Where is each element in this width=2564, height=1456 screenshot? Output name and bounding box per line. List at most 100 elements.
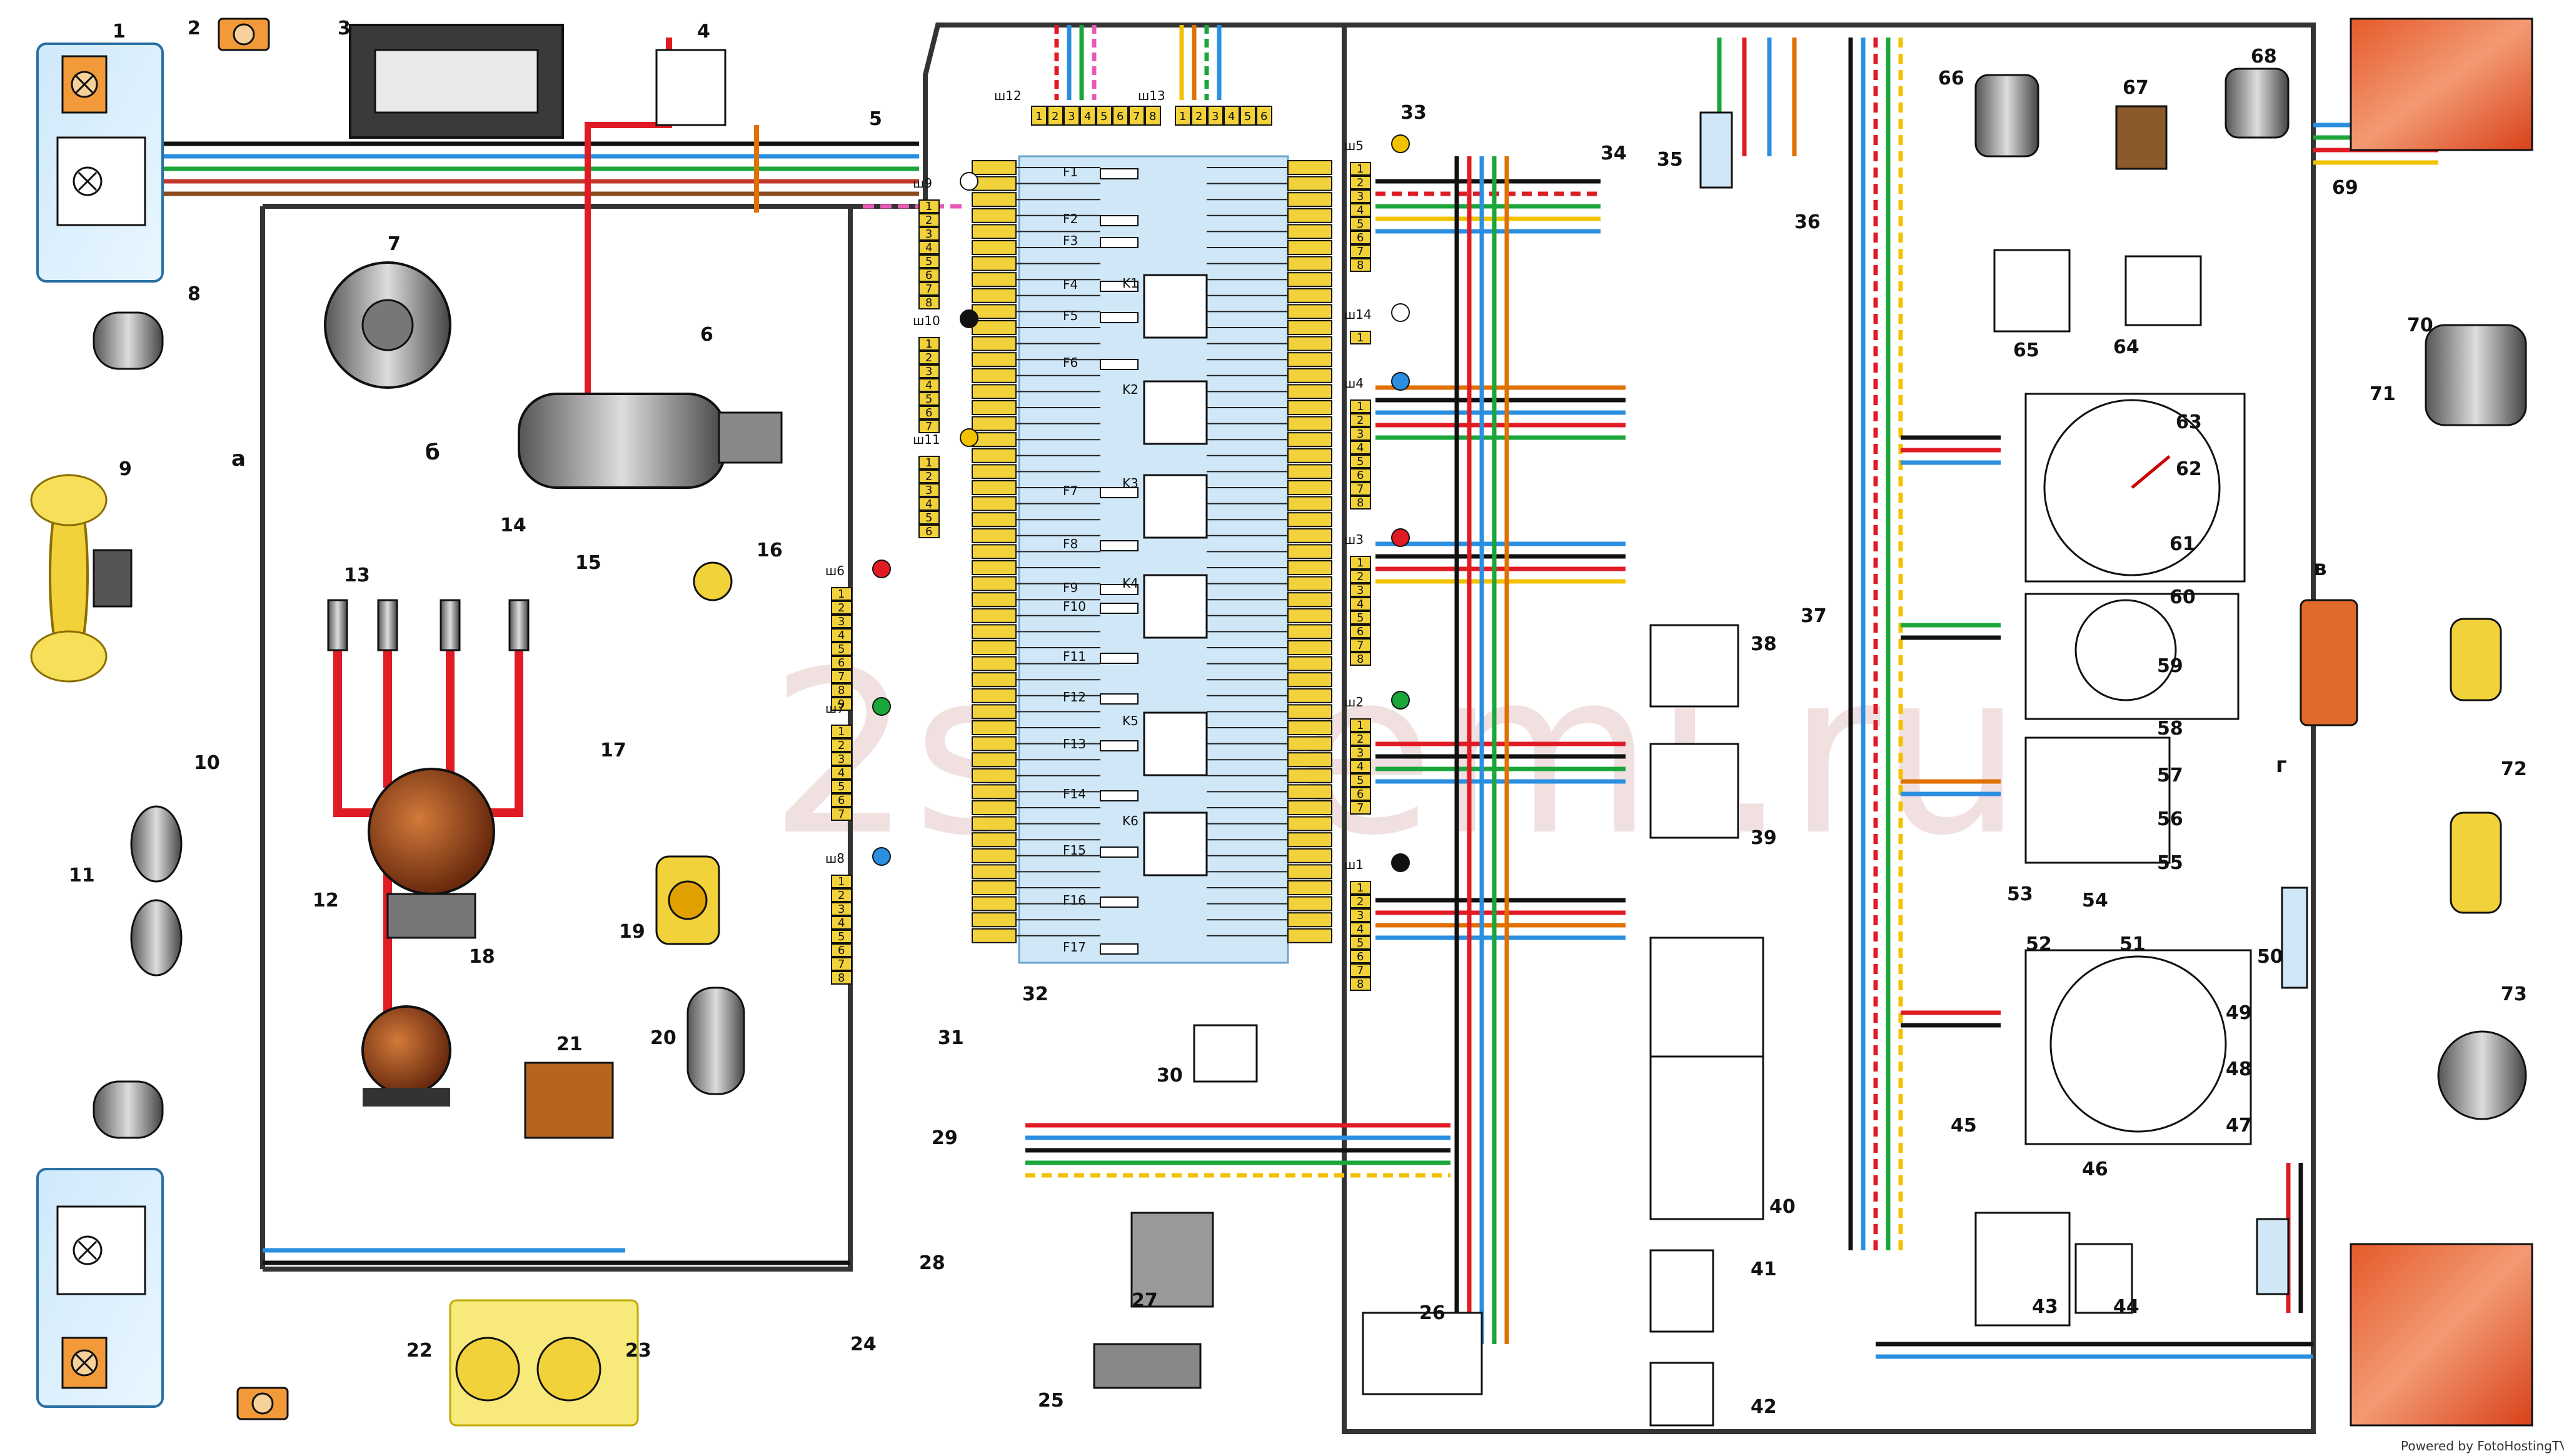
connector-pin bbox=[1112, 106, 1129, 126]
component-number-label: 56 bbox=[2157, 808, 2183, 830]
fuse-label: F6 bbox=[1063, 355, 1078, 370]
fuse-box-pin bbox=[1287, 176, 1332, 191]
component-number-label: 31 bbox=[938, 1027, 964, 1049]
fuse-box-pin bbox=[1287, 304, 1332, 319]
component-number-label: 10 bbox=[194, 752, 220, 774]
fuse-box-pin bbox=[1287, 624, 1332, 640]
fuse bbox=[1100, 896, 1139, 908]
fuse bbox=[1100, 846, 1139, 858]
connector-pin-number: 8 bbox=[1357, 978, 1364, 991]
connector-pin bbox=[1350, 732, 1371, 746]
fuse-box-pin bbox=[1287, 640, 1332, 655]
switch-block bbox=[1193, 624, 1764, 1427]
component-number-label: 34 bbox=[1601, 143, 1627, 164]
component-number-label: 12 bbox=[313, 890, 339, 911]
fuse-box-pin bbox=[972, 160, 1017, 175]
fuse-box-pin bbox=[972, 176, 1017, 191]
connector-pin-number: 6 bbox=[925, 269, 932, 282]
starter-motor bbox=[518, 393, 783, 489]
component-number-label: 1 bbox=[113, 21, 126, 43]
sensor bbox=[693, 561, 733, 601]
fuse-box-pin bbox=[1287, 544, 1332, 560]
connector-pin-number: 1 bbox=[838, 725, 845, 738]
connector-pin bbox=[1350, 977, 1371, 991]
connector-v bbox=[2300, 599, 2358, 726]
component-number-label: 22 bbox=[406, 1340, 433, 1362]
connector-pin-number: 5 bbox=[1357, 774, 1364, 787]
connector-pin-number: 6 bbox=[1357, 469, 1364, 482]
fuse-box-label: 32 bbox=[1022, 983, 1048, 1005]
connector-pin-number: 5 bbox=[925, 255, 932, 268]
connector-pin-number: 8 bbox=[838, 684, 845, 697]
component-number-label: 13 bbox=[344, 565, 370, 586]
fuse-box-pin bbox=[972, 304, 1017, 319]
component-number-label: 73 bbox=[2501, 983, 2527, 1005]
component-number-label: 29 bbox=[932, 1127, 958, 1149]
component-number-label: 4 bbox=[697, 21, 710, 43]
relay-label: K6 bbox=[1122, 813, 1139, 828]
connector-pin-number: 7 bbox=[925, 420, 932, 433]
fuse-label: F10 bbox=[1063, 599, 1086, 614]
component-number-label: 26 bbox=[1419, 1302, 1445, 1324]
connector-pin bbox=[1350, 787, 1371, 801]
connector-pin bbox=[1350, 203, 1371, 217]
fuse-label: F14 bbox=[1063, 786, 1086, 801]
connector-pin-number: 5 bbox=[1357, 611, 1364, 625]
connector-color-dot bbox=[872, 560, 891, 578]
component-number-label: 69 bbox=[2332, 177, 2358, 199]
fuse-label: F2 bbox=[1063, 211, 1078, 226]
fuse-box-pin bbox=[972, 576, 1017, 591]
component-number-label: 65 bbox=[2013, 339, 2039, 361]
component-number-label: 21 bbox=[556, 1033, 583, 1055]
connector-pin-number: 2 bbox=[925, 351, 932, 364]
component-number-label: 61 bbox=[2169, 533, 2196, 555]
component-number-label: 17 bbox=[600, 740, 626, 761]
connector-color-dot bbox=[1391, 134, 1410, 153]
connector-pin bbox=[1350, 922, 1371, 936]
component-number-label: 30 bbox=[1157, 1065, 1183, 1087]
connector-pin-number: 2 bbox=[1357, 176, 1364, 189]
connector-pin bbox=[918, 456, 940, 469]
connector-pin-number: 5 bbox=[1357, 218, 1364, 231]
connector-pin-number: 1 bbox=[1357, 719, 1364, 732]
connector-pin bbox=[1350, 441, 1371, 454]
connector-label: ш14 bbox=[1344, 307, 1372, 322]
relay-label: K1 bbox=[1122, 276, 1139, 291]
connector-pin bbox=[831, 601, 852, 615]
connector-pin-number: 1 bbox=[925, 200, 932, 213]
connector-pin-number: 6 bbox=[1357, 231, 1364, 244]
connector-pin bbox=[918, 241, 940, 254]
connector-pin-number: 6 bbox=[1357, 950, 1364, 963]
connector-pin-number: 1 bbox=[1179, 110, 1186, 123]
fuse-box-pin bbox=[1287, 208, 1332, 223]
connector-pin bbox=[831, 725, 852, 738]
connector-pin bbox=[831, 587, 852, 601]
connector-pin bbox=[918, 268, 940, 282]
connector-color-dot bbox=[960, 428, 978, 447]
fuse-box-pin bbox=[972, 608, 1017, 623]
component-number-label: 66 bbox=[1938, 68, 1964, 89]
fuse-box-pin bbox=[1287, 528, 1332, 543]
connector-pin-number: 4 bbox=[1357, 441, 1364, 454]
connector-pin bbox=[1350, 482, 1371, 496]
headlamp-motor bbox=[93, 311, 164, 1139]
component-number-label: 46 bbox=[2082, 1158, 2108, 1180]
fuse-label: F11 bbox=[1063, 649, 1086, 664]
ignition-coil bbox=[361, 1005, 451, 1107]
switch-50 bbox=[2281, 886, 2308, 989]
connector-pin bbox=[1350, 244, 1371, 258]
fuse bbox=[1100, 281, 1139, 292]
fuse-box-pin bbox=[1287, 720, 1332, 735]
fuse-box-pin bbox=[972, 512, 1017, 528]
connector-pin bbox=[1350, 583, 1371, 597]
relay-27 bbox=[1130, 1212, 1214, 1308]
connector-pin bbox=[831, 656, 852, 670]
fuse-box-pin bbox=[1287, 688, 1332, 703]
component-number-label: 60 bbox=[2169, 586, 2196, 608]
connector-pin-number: 3 bbox=[1357, 746, 1364, 760]
component-number-label: 62 bbox=[2176, 458, 2202, 480]
fuse-box-pin bbox=[1287, 384, 1332, 399]
footer-credit: Powered by FotoHostingTV.RU bbox=[2401, 1438, 2564, 1453]
letter-label: а bbox=[231, 446, 246, 471]
connector-pin bbox=[1350, 652, 1371, 666]
